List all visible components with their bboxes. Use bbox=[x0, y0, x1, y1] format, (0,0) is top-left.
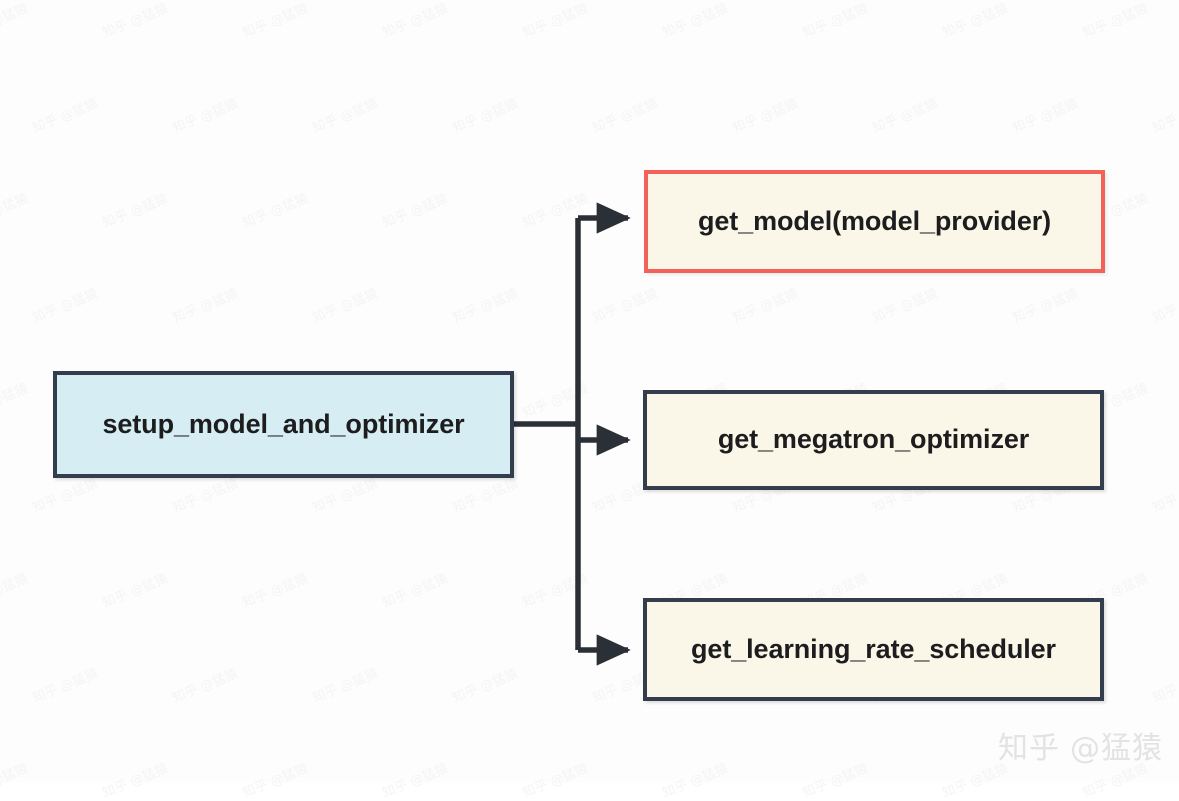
background-watermark-tile: 知乎 @猛猿 bbox=[170, 286, 241, 327]
background-watermark-tile: 知乎 @猛猿 bbox=[310, 286, 381, 327]
background-watermark-tile: 知乎 @猛猿 bbox=[450, 286, 521, 327]
background-watermark-tile: 知乎 @猛猿 bbox=[520, 571, 591, 612]
background-watermark-tile: 知乎 @猛猿 bbox=[380, 571, 451, 612]
background-watermark-tile: 知乎 @猛猿 bbox=[240, 571, 311, 612]
background-watermark-tile: 知乎 @猛猿 bbox=[520, 191, 591, 232]
background-watermark-tile: 知乎 @猛猿 bbox=[240, 761, 311, 801]
background-watermark-tile: 知乎 @猛猿 bbox=[380, 761, 451, 801]
background-watermark-tile: 知乎 @猛猿 bbox=[0, 571, 31, 611]
node-label: get_megatron_optimizer bbox=[717, 424, 1030, 455]
node-label: setup_model_and_optimizer bbox=[102, 408, 465, 439]
background-watermark-tile: 知乎 @猛猿 bbox=[1010, 286, 1081, 327]
background-watermark-tile: 知乎 @猛猿 bbox=[660, 761, 731, 801]
background-watermark-tile: 知乎 @猛猿 bbox=[100, 761, 171, 801]
background-watermark-tile: 知乎 @猛猿 bbox=[380, 1, 451, 42]
background-watermark-tile: 知乎 @猛猿 bbox=[660, 1, 731, 42]
background-watermark-tile: 知乎 @猛猿 bbox=[1080, 1, 1151, 42]
background-watermark-tile: 知乎 @猛猿 bbox=[800, 761, 871, 801]
background-watermark-tile: 知乎 @猛猿 bbox=[240, 1, 311, 42]
node-label: get_learning_rate_scheduler bbox=[691, 633, 1056, 664]
background-watermark-tile: 知乎 @猛猿 bbox=[240, 191, 311, 232]
corner-watermark: 知乎 @猛猿 bbox=[998, 723, 1163, 767]
background-watermark-tile: 知乎 @猛猿 bbox=[170, 476, 241, 517]
background-watermark-tile: 知乎 @猛猿 bbox=[450, 666, 521, 707]
background-watermark-tile: 知乎 @猛猿 bbox=[940, 1, 1011, 42]
node-get-model[interactable]: get_model(model_provider) bbox=[644, 170, 1105, 273]
background-watermark-tile: 知乎 @猛猿 bbox=[30, 96, 101, 137]
background-watermark-tile: 知乎 @猛猿 bbox=[520, 1, 591, 42]
background-watermark-tile: 知乎 @猛猿 bbox=[0, 381, 31, 421]
background-watermark-tile: 知乎 @猛猿 bbox=[1150, 666, 1179, 707]
background-watermark-tile: 知乎 @猛猿 bbox=[520, 761, 591, 801]
background-watermark-tile: 知乎 @猛猿 bbox=[0, 761, 31, 801]
background-watermark-tile: 知乎 @猛猿 bbox=[730, 96, 801, 137]
background-watermark-tile: 知乎 @猛猿 bbox=[0, 1, 31, 41]
node-label: get_model(model_provider) bbox=[697, 205, 1052, 236]
watermark-handle: @猛猿 bbox=[1070, 731, 1163, 766]
node-setup-model-and-optimizer[interactable]: setup_model_and_optimizer bbox=[53, 371, 514, 478]
background-watermark-tile: 知乎 @猛猿 bbox=[520, 381, 591, 422]
background-watermark-tile: 知乎 @猛猿 bbox=[1150, 476, 1179, 517]
background-watermark-tile: 知乎 @猛猿 bbox=[310, 666, 381, 707]
background-watermark-tile: 知乎 @猛猿 bbox=[310, 476, 381, 517]
background-watermark-tile: 知乎 @猛猿 bbox=[1010, 96, 1081, 137]
background-watermark-tile: 知乎 @猛猿 bbox=[450, 476, 521, 517]
background-watermark-tile: 知乎 @猛猿 bbox=[0, 191, 31, 231]
background-watermark-tile: 知乎 @猛猿 bbox=[590, 96, 661, 137]
background-watermark-tile: 知乎 @猛猿 bbox=[170, 666, 241, 707]
background-watermark-tile: 知乎 @猛猿 bbox=[30, 666, 101, 707]
background-watermark-tile: 知乎 @猛猿 bbox=[800, 1, 871, 42]
background-watermark-tile: 知乎 @猛猿 bbox=[30, 476, 101, 517]
background-watermark-tile: 知乎 @猛猿 bbox=[730, 286, 801, 327]
background-watermark-tile: 知乎 @猛猿 bbox=[170, 96, 241, 137]
background-watermark-tile: 知乎 @猛猿 bbox=[310, 96, 381, 137]
background-watermark-tile: 知乎 @猛猿 bbox=[380, 191, 451, 232]
background-watermark-tile: 知乎 @猛猿 bbox=[1150, 96, 1179, 137]
watermark-brand: 知乎 bbox=[998, 731, 1060, 766]
background-watermark-tile: 知乎 @猛猿 bbox=[870, 96, 941, 137]
background-watermark-tile: 知乎 @猛猿 bbox=[100, 1, 171, 42]
background-watermark-tile: 知乎 @猛猿 bbox=[590, 286, 661, 327]
background-watermark-tile: 知乎 @猛猿 bbox=[30, 286, 101, 327]
background-watermark-tile: 知乎 @猛猿 bbox=[450, 96, 521, 137]
background-watermark-tile: 知乎 @猛猿 bbox=[1150, 286, 1179, 327]
node-get-learning-rate-scheduler[interactable]: get_learning_rate_scheduler bbox=[643, 598, 1104, 701]
background-watermark-tile: 知乎 @猛猿 bbox=[100, 571, 171, 612]
background-watermark-tile: 知乎 @猛猿 bbox=[870, 286, 941, 327]
background-watermark-tile: 知乎 @猛猿 bbox=[100, 191, 171, 232]
node-get-megatron-optimizer[interactable]: get_megatron_optimizer bbox=[643, 390, 1104, 490]
